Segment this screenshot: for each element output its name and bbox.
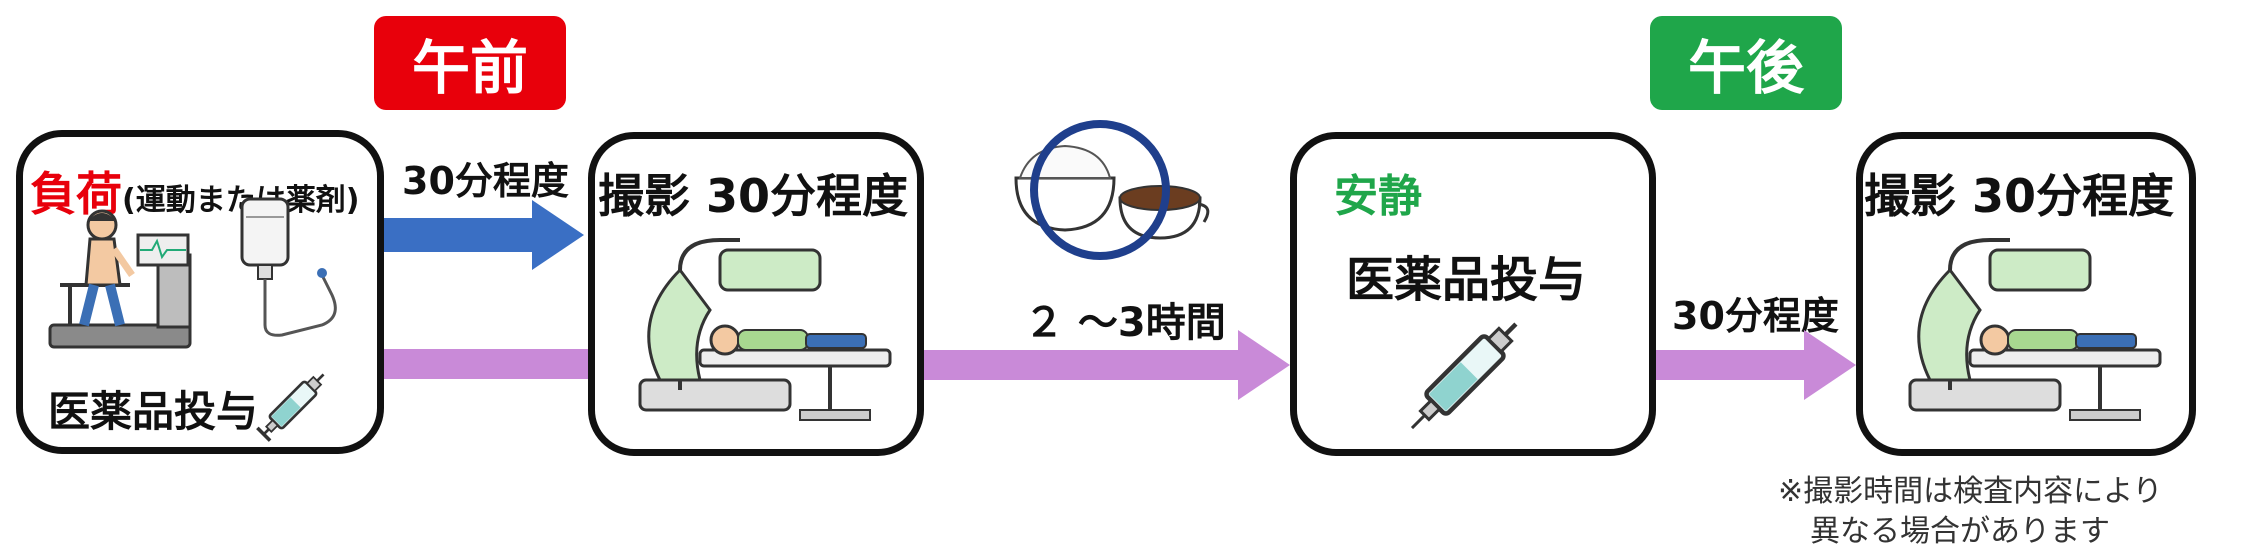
pm-badge-label: 午後 [1687,34,1804,102]
iv-drip-illustration [222,195,362,345]
scanner-illustration [620,230,900,430]
treadmill-exercise-illustration [40,205,200,365]
note-line-1: ※撮影時間は検査内容により [1778,474,2163,509]
load-drug-label: 医薬品投与 [48,387,259,436]
syringe-icon [248,360,338,450]
rest-drug-label: 医薬品投与 [1346,252,1587,308]
step-rest-box [1290,132,1656,456]
note-line-2: 異なる場合があります [1810,514,2110,549]
purple-arrow-3 [1656,330,1856,400]
imaging-pm-title: 撮影 30分程度 [1864,169,2175,223]
meal-highlight-ring [1030,120,1170,260]
syringe-large-icon [1390,300,1540,450]
rest-title: 安静 [1334,171,1422,222]
purple-arrow-2 [924,330,1290,400]
arrow3-label: 30分程度 [1672,294,1839,338]
step-load-box [16,130,384,454]
blue-arrow [384,200,584,270]
imaging-am-title: 撮影 30分程度 [598,169,909,223]
scanner-illustration-pm [1890,230,2170,430]
purple-arrow-1 [384,346,594,382]
am-badge: 午前 [374,16,566,110]
pm-badge: 午後 [1650,16,1842,110]
arrow1-label: 30分程度 [402,159,569,203]
wait-label: ２ ～3時間 [1024,300,1226,346]
am-badge-label: 午前 [411,34,528,102]
